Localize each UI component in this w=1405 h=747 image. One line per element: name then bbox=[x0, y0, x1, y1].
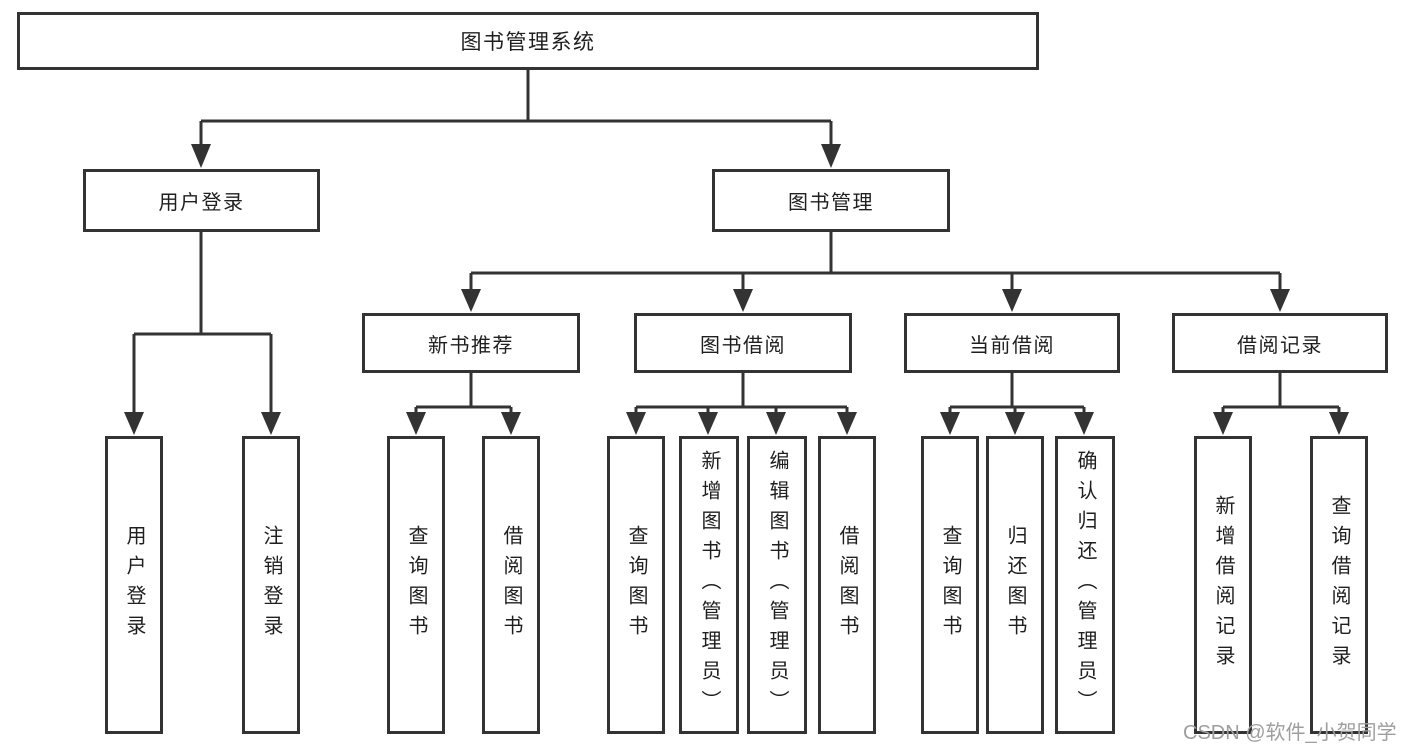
node-borrow-records: 借阅记录 bbox=[1172, 313, 1388, 373]
leaf-borrow-books-recommend: 借阅图书 bbox=[482, 436, 540, 734]
arrow-down-icon bbox=[766, 412, 786, 435]
node-user-login: 用户登录 bbox=[83, 169, 320, 232]
leaf-query-books-recommend: 查询图书 bbox=[387, 436, 445, 734]
arrow-down-icon bbox=[124, 412, 144, 435]
node-label: 借阅图书 bbox=[500, 525, 522, 645]
node-current-borrow: 当前借阅 bbox=[904, 313, 1120, 373]
leaf-add-book-admin: 新增图书（管理员） bbox=[679, 436, 739, 734]
node-label: 新增借阅记录 bbox=[1212, 495, 1234, 675]
arrow-down-icon bbox=[191, 144, 211, 168]
node-label: 当前借阅 bbox=[969, 334, 1055, 357]
connector-book-management-to-level3 bbox=[469, 232, 1282, 292]
node-library-system: 图书管理系统 bbox=[17, 12, 1039, 70]
arrow-down-icon bbox=[1329, 412, 1349, 435]
arrow-down-icon bbox=[1213, 412, 1233, 435]
node-label: 查询图书 bbox=[625, 525, 647, 645]
arrow-down-icon bbox=[1074, 412, 1094, 435]
csdn-watermark: CSDN @软件_小贺同学 bbox=[1183, 722, 1397, 744]
node-label: 图书借阅 bbox=[700, 334, 786, 357]
leaf-borrow-books-borrow: 借阅图书 bbox=[818, 436, 876, 734]
node-label: 注销登录 bbox=[260, 525, 282, 645]
leaf-logout: 注销登录 bbox=[242, 436, 300, 734]
arrow-down-icon bbox=[837, 412, 857, 435]
arrow-down-icon bbox=[1005, 412, 1025, 435]
arrow-down-icon bbox=[406, 412, 426, 435]
node-label: 查询借阅记录 bbox=[1328, 495, 1350, 675]
node-label: 图书管理系统 bbox=[460, 31, 596, 54]
connector-user-login-to-leaves bbox=[132, 232, 273, 416]
connector-borrow-records-to-leaves bbox=[1221, 373, 1341, 416]
arrow-down-icon bbox=[821, 144, 841, 168]
node-book-borrow: 图书借阅 bbox=[634, 313, 852, 373]
node-label: 借阅记录 bbox=[1237, 334, 1323, 357]
connector-book-borrow-to-leaves bbox=[634, 373, 849, 416]
leaf-query-books-borrow: 查询图书 bbox=[607, 436, 665, 734]
arrow-down-icon bbox=[261, 412, 281, 435]
node-label: 新书推荐 bbox=[428, 334, 514, 357]
leaf-query-books-current: 查询图书 bbox=[921, 436, 979, 734]
arrow-down-icon bbox=[940, 412, 960, 435]
connector-root-to-level2 bbox=[199, 70, 833, 148]
node-book-management: 图书管理 bbox=[712, 169, 950, 232]
leaf-query-borrow-record: 查询借阅记录 bbox=[1310, 436, 1368, 734]
node-label: 归还图书 bbox=[1004, 525, 1026, 645]
node-label: 查询图书 bbox=[405, 525, 427, 645]
leaf-add-borrow-record: 新增借阅记录 bbox=[1194, 436, 1252, 734]
arrow-down-icon bbox=[1002, 289, 1022, 312]
node-label: 借阅图书 bbox=[836, 525, 858, 645]
node-label: 查询图书 bbox=[939, 525, 961, 645]
arrow-down-icon bbox=[501, 412, 521, 435]
node-new-book-recommend: 新书推荐 bbox=[362, 313, 580, 373]
node-label: 用户登录 bbox=[123, 525, 145, 645]
arrow-down-icon bbox=[698, 412, 718, 435]
node-label: 用户登录 bbox=[158, 192, 245, 214]
arrow-down-icon bbox=[1270, 289, 1290, 312]
leaf-edit-book-admin: 编辑图书（管理员） bbox=[747, 436, 807, 734]
node-label: 确认归还（管理员） bbox=[1074, 450, 1096, 720]
connector-new-book-recommend-to-leaves bbox=[414, 373, 513, 416]
connector-current-borrow-to-leaves bbox=[948, 373, 1086, 416]
leaf-return-book: 归还图书 bbox=[986, 436, 1044, 734]
leaf-confirm-return-admin: 确认归还（管理员） bbox=[1055, 436, 1115, 734]
leaf-user-login: 用户登录 bbox=[105, 436, 163, 734]
arrow-down-icon bbox=[733, 289, 753, 312]
arrow-down-icon bbox=[461, 289, 481, 312]
arrow-down-icon bbox=[626, 412, 646, 435]
node-label: 编辑图书（管理员） bbox=[766, 450, 788, 720]
node-label: 图书管理 bbox=[788, 192, 874, 214]
node-label: 新增图书（管理员） bbox=[698, 450, 720, 720]
